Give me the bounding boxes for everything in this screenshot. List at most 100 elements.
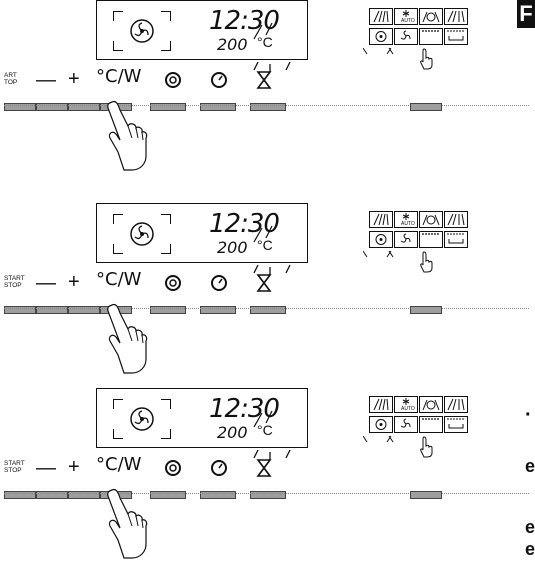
mode-blink-marks-icon [363, 47, 394, 55]
minus-button[interactable]: — [36, 272, 56, 294]
key-strip-6[interactable] [200, 491, 236, 499]
lcd-display: 12:30 200 °C [96, 388, 308, 448]
minus-button[interactable]: — [36, 69, 56, 91]
temp-indicator-arrow-icon [253, 22, 273, 40]
key-strip-2[interactable] [36, 103, 68, 111]
key-strip-5[interactable] [150, 103, 186, 111]
clock-icon[interactable] [210, 274, 228, 292]
mode-button-fan-heat[interactable] [394, 28, 418, 45]
key-strip-3[interactable] [68, 306, 100, 314]
key-strip-mode[interactable] [410, 306, 442, 314]
margin-mark-2: e [525, 456, 535, 476]
defrost-icon [402, 398, 410, 405]
mode-button-auto-defrost[interactable]: AUTO [394, 211, 418, 228]
start-stop-label: START STOP [4, 275, 25, 289]
temperature-unit: °C [257, 34, 273, 50]
mode-button-fan-grill[interactable] [419, 396, 443, 413]
hourglass-icon[interactable] [256, 274, 272, 292]
key-strip-mode[interactable] [410, 103, 442, 111]
mode-button-fan[interactable] [369, 416, 393, 433]
plus-button[interactable]: + [68, 456, 80, 478]
key-strip-3[interactable] [68, 103, 100, 111]
fan-icon [130, 19, 154, 43]
full-grill-icon [447, 10, 465, 23]
cooking-time-icon[interactable] [164, 459, 182, 477]
tray-icon [447, 30, 465, 41]
fan-mode-icon [375, 31, 387, 42]
key-strip-6[interactable] [200, 306, 236, 314]
cooking-time-icon[interactable] [164, 71, 182, 89]
margin-mark-1: · [525, 404, 532, 426]
temperature-unit: °C [257, 422, 273, 438]
temp-indicator-arrow-icon [253, 225, 273, 243]
mode-button-full-grill[interactable] [444, 8, 468, 25]
mode-button-top-bottom[interactable] [419, 231, 443, 248]
mode-selector: AUTO [363, 211, 495, 273]
hourglass-icon[interactable] [256, 459, 272, 477]
margin-mark-4: e [525, 539, 535, 559]
oven-control-panel-3: 12:30 200 °C START STOP — + °C/W [0, 388, 535, 580]
key-strip-7[interactable] [250, 306, 286, 314]
mode-selector: AUTO [363, 396, 495, 458]
strip-guide-line [4, 308, 529, 309]
mode-button-fan-grill[interactable] [419, 8, 443, 25]
mode-button-grill-top[interactable] [369, 8, 393, 25]
mode-button-fan[interactable] [369, 231, 393, 248]
mode-button-fan-heat[interactable] [394, 416, 418, 433]
key-strip-1[interactable] [4, 103, 36, 111]
tray-icon [447, 418, 465, 429]
minus-button[interactable]: — [36, 457, 56, 479]
blink-marks-icon [253, 449, 291, 460]
key-strip-7[interactable] [250, 103, 286, 111]
mode-button-tray[interactable] [444, 416, 468, 433]
mode-button-auto-defrost[interactable]: AUTO [394, 396, 418, 413]
temperature-readout: 200 [217, 35, 248, 54]
clock-icon[interactable] [210, 71, 228, 89]
plus-button[interactable]: + [68, 271, 80, 293]
key-strip-1[interactable] [4, 491, 36, 499]
tray-icon [447, 233, 465, 244]
plus-button[interactable]: + [68, 68, 80, 90]
unit-celsius: °C [96, 66, 118, 87]
temp-power-button[interactable]: °C/W [96, 454, 142, 475]
mode-button-fan-grill[interactable] [419, 211, 443, 228]
mode-button-fan-heat[interactable] [394, 231, 418, 248]
mode-button-tray[interactable] [444, 28, 468, 45]
lcd-display: 12:30 200 °C [96, 203, 308, 263]
key-strip-mode[interactable] [410, 491, 442, 499]
start-stop-label: ART TOP [4, 72, 18, 86]
mode-button-fan[interactable] [369, 28, 393, 45]
key-strip-7[interactable] [250, 491, 286, 499]
mode-button-tray[interactable] [444, 231, 468, 248]
key-strip-1[interactable] [4, 306, 36, 314]
fan-grill-icon [422, 399, 440, 411]
mode-button-auto-defrost[interactable]: AUTO [394, 8, 418, 25]
unit-watts: W [123, 269, 142, 290]
mode-button-full-grill[interactable] [444, 396, 468, 413]
key-strip-5[interactable] [150, 306, 186, 314]
oven-control-panel-2: 12:30 200 °C START STOP — + °C/W [0, 203, 535, 395]
top-bottom-heat-icon [422, 233, 440, 235]
key-strip-3[interactable] [68, 491, 100, 499]
cooking-time-icon[interactable] [164, 274, 182, 292]
unit-celsius: °C [96, 269, 118, 290]
hand-pointer-icon [107, 488, 148, 559]
key-strip-6[interactable] [200, 103, 236, 111]
blink-marks-icon [253, 264, 291, 275]
lcd-display: 12:30 200 °C [96, 0, 308, 60]
hourglass-icon[interactable] [256, 71, 272, 89]
temp-power-button[interactable]: °C/W [96, 269, 142, 290]
mode-button-top-bottom[interactable] [419, 416, 443, 433]
margin-mark-3: e [525, 517, 535, 537]
key-strip-5[interactable] [150, 491, 186, 499]
clock-icon[interactable] [210, 459, 228, 477]
key-strip-2[interactable] [36, 491, 68, 499]
mode-button-full-grill[interactable] [444, 211, 468, 228]
mode-button-grill-top[interactable] [369, 211, 393, 228]
key-strip-2[interactable] [36, 306, 68, 314]
fan-grill-icon [422, 11, 440, 23]
mode-button-grill-top[interactable] [369, 396, 393, 413]
temp-power-button[interactable]: °C/W [96, 66, 142, 87]
mode-hand-pointer-icon [420, 436, 433, 458]
mode-button-top-bottom[interactable] [419, 28, 443, 45]
